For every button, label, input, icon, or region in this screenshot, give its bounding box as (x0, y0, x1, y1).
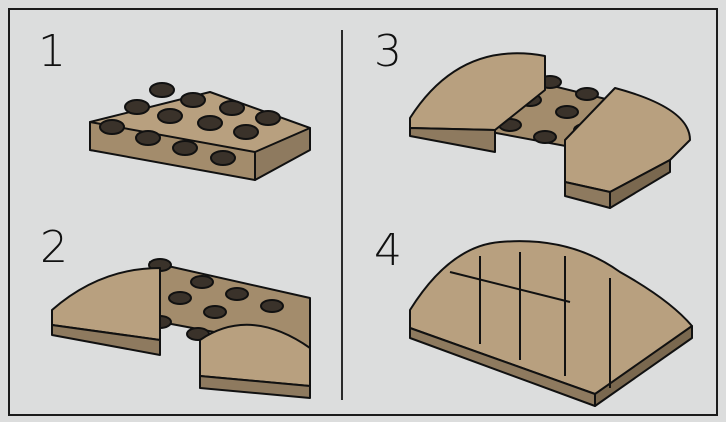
assembly-step-icon (410, 241, 692, 406)
step-4-illustration (10, 10, 716, 414)
instruction-frame: 1 2 3 4 (8, 8, 718, 416)
